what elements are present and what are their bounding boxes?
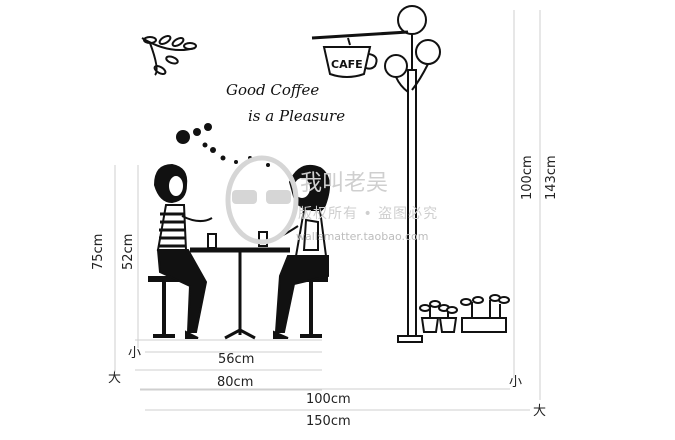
small-mark-right: 小 (509, 375, 522, 390)
cafe-table (190, 231, 290, 340)
width-150-label: 150cm (306, 414, 351, 429)
width-80-label: 80cm (217, 375, 253, 390)
slogan-line-1: Good Coffee (226, 81, 319, 99)
width-56-label: 56cm (218, 352, 254, 367)
height-52-label: 52cm (121, 234, 136, 270)
height-dimensions: 75cm 52cm 100cm 143cm (91, 10, 559, 400)
large-mark-right: 大 (533, 404, 546, 419)
slogan-line-2: is a Pleasure (248, 107, 345, 125)
potted-plants (419, 294, 510, 333)
street-lamp (311, 5, 441, 343)
watermark-url: wallsmatter.taobao.com (296, 230, 428, 243)
leaf-branch (141, 35, 197, 76)
small-mark-left: 小 (128, 346, 141, 361)
bubble-dots (176, 123, 270, 167)
height-100-label: 100cm (520, 155, 535, 200)
watermark-subtitle: 版权所有 • 盗图必究 (298, 206, 438, 222)
watermark: 我叫老吴 版权所有 • 盗图必究 wallsmatter.taobao.com (225, 155, 438, 245)
height-75-label: 75cm (91, 234, 106, 270)
cafe-sign: CAFE (322, 46, 378, 78)
width-dimensions: 小 56cm 大 80cm 小 100cm 150cm 大 (108, 339, 546, 429)
width-100-label: 100cm (306, 392, 351, 407)
height-143-label: 143cm (544, 155, 559, 200)
woman-left (153, 163, 213, 339)
stools (148, 276, 328, 338)
large-mark-left: 大 (108, 371, 121, 386)
watermark-title: 我叫老吴 (300, 171, 388, 196)
cafe-sign-text: CAFE (331, 58, 363, 71)
